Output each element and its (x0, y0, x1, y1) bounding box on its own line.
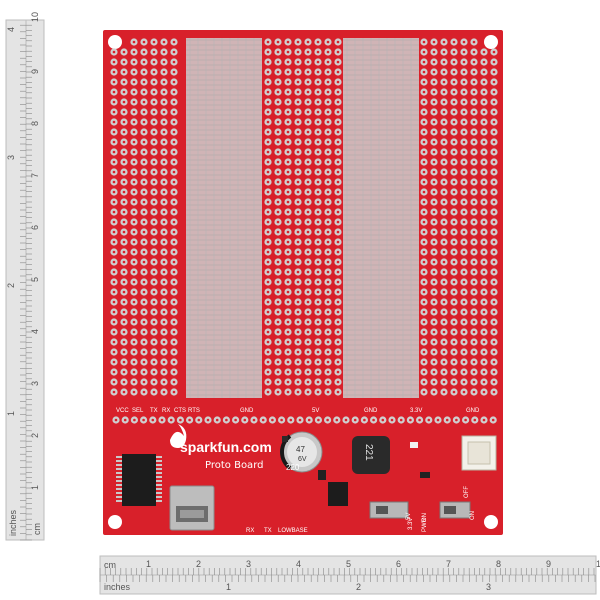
mount-hole-top-right (484, 35, 498, 49)
capacitor-voltage: 6V (298, 456, 307, 463)
header-label: TX (150, 408, 158, 414)
horizontal-ruler: cm inches 1 2 3 4 5 6 7 8 9 10 1 2 3 (99, 555, 600, 595)
inductor-1-marking: 220 (286, 463, 300, 472)
smd-diode (318, 470, 326, 480)
proto-strip-left (186, 38, 262, 398)
horizontal-ruler-inch-unit: inches (104, 582, 131, 592)
switch-label: ON (470, 511, 476, 520)
switch-label: PWR (422, 517, 428, 532)
board-name: Proto Board (205, 460, 263, 471)
switch-label: 3.3V (408, 518, 414, 530)
horizontal-ruler-cm-tick: 4 (296, 559, 301, 569)
horizontal-ruler-cm-tick: 10 (596, 559, 600, 569)
vertical-ruler-cm-tick: 8 (30, 121, 40, 126)
horizontal-ruler-inch-tick: 2 (356, 582, 361, 592)
bottom-label: RX (246, 528, 254, 534)
vertical-ruler-inch-tick: 3 (6, 155, 16, 160)
horizontal-ruler-cm-tick: 7 (446, 559, 451, 569)
switch-label: OFF (464, 486, 470, 498)
power-switch-1[interactable] (369, 501, 409, 519)
vertical-ruler-cm-tick: 9 (30, 69, 40, 74)
header-label: 3.3V (410, 408, 422, 414)
vertical-ruler-inch-unit: inches (8, 509, 18, 536)
usb-uart-chip (116, 454, 162, 506)
vertical-ruler-cm-tick: 5 (30, 277, 40, 282)
vertical-ruler-cm-tick: 7 (30, 173, 40, 178)
vertical-ruler-cm-tick: 1 (30, 485, 40, 490)
bottom-label: TX (264, 528, 272, 534)
proto-strip-right (343, 38, 419, 398)
mount-hole-top-left (108, 35, 122, 49)
capacitor-value: 47 (296, 445, 305, 454)
header-label: SEL (132, 408, 144, 414)
switch-label: ON (422, 513, 428, 522)
horizontal-ruler-cm-tick: 2 (196, 559, 201, 569)
vertical-ruler-cm-tick: 6 (30, 225, 40, 230)
horizontal-ruler-cm-tick: 1 (146, 559, 151, 569)
vertical-ruler: cm inches 1 2 3 4 5 6 7 8 9 10 1 2 3 4 (5, 12, 45, 541)
vertical-ruler-cm-unit: cm (32, 523, 42, 535)
mount-hole-bottom-right (484, 515, 498, 529)
header-label: VCC (116, 408, 129, 414)
horizontal-ruler-inch-tick: 3 (486, 582, 491, 592)
horizontal-ruler-cm-unit: cm (104, 560, 116, 570)
horizontal-ruler-inch-tick: 1 (226, 582, 231, 592)
power-switch-2[interactable] (439, 501, 471, 519)
header-label: RX (162, 408, 170, 414)
header-label: GND (240, 408, 254, 414)
inductor-1: 221 (352, 436, 390, 474)
regulator-ic (328, 482, 348, 506)
header-label: 5V (312, 408, 319, 414)
horizontal-ruler-cm-tick: 9 (546, 559, 551, 569)
vertical-ruler-cm-tick: 2 (30, 433, 40, 438)
header-label: GND (466, 408, 480, 414)
vertical-ruler-cm-tick: 10 (30, 12, 40, 22)
mini-usb-connector (169, 485, 215, 531)
brand-text: sparkfun.com (180, 439, 272, 455)
vertical-ruler-inch-tick: 1 (6, 411, 16, 416)
switch-label: 5V (406, 513, 412, 520)
horizontal-ruler-cm-tick: 6 (396, 559, 401, 569)
sparkfun-logo: sparkfun.com Proto Board (170, 424, 272, 471)
vertical-ruler-cm-tick: 4 (30, 329, 40, 334)
battery-jst-connector (461, 435, 497, 471)
header-label: CTS (174, 408, 186, 414)
header-label: RTS (188, 408, 200, 414)
vertical-ruler-cm-tick: 3 (30, 381, 40, 386)
header-label: GND (364, 408, 378, 414)
vertical-ruler-inch-tick: 4 (6, 27, 16, 32)
mount-hole-bottom-left (108, 515, 122, 529)
horizontal-ruler-cm-tick: 8 (496, 559, 501, 569)
inductor-2: 220 (282, 436, 300, 472)
bottom-label: LOWBASE (278, 528, 308, 534)
smd-resistor (420, 472, 430, 478)
smd-led (410, 442, 418, 448)
horizontal-ruler-cm-tick: 3 (246, 559, 251, 569)
inductor-2-marking: 221 (363, 444, 374, 461)
horizontal-ruler-cm-tick: 5 (346, 559, 351, 569)
vertical-ruler-inch-tick: 2 (6, 283, 16, 288)
